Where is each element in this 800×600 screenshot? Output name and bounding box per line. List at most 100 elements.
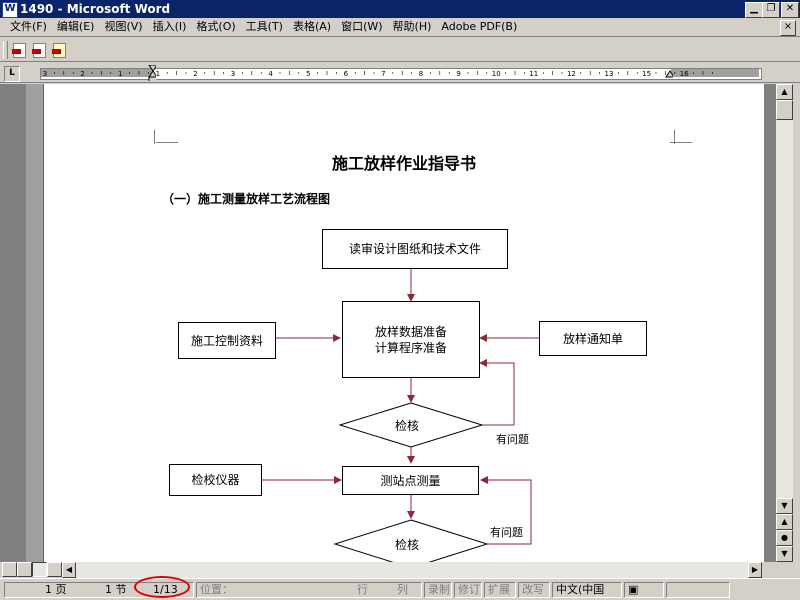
ruler-number: 10 [492, 70, 501, 77]
restore-icon: ❐ [766, 3, 776, 14]
status-empty-panel [666, 582, 730, 598]
menu-file[interactable]: 文件(F) [10, 20, 47, 33]
pdf-review-icon [52, 43, 66, 58]
layout-notice-box[interactable]: 放样通知单 [539, 321, 647, 356]
print-layout-view-button[interactable] [32, 562, 47, 577]
status-page: 1 页 [45, 583, 67, 596]
minimize-button[interactable]: ▁ [745, 2, 763, 18]
data-prep-label-2: 计算程序准备 [374, 340, 447, 355]
select-browse-object-button[interactable]: ● [776, 530, 793, 546]
minimize-icon: ▁ [750, 3, 758, 14]
construction-control-label: 施工控制资料 [190, 333, 263, 348]
menu-adobe-pdf[interactable]: Adobe PDF(B) [441, 20, 518, 33]
ruler-number: 6 [344, 70, 349, 77]
status-position[interactable]: 位置： 行 列 [196, 582, 422, 598]
pdf-email-button[interactable] [30, 41, 48, 59]
status-line: 行 [357, 583, 368, 596]
layout-notice-label: 放样通知单 [562, 331, 623, 346]
normal-view-button[interactable] [2, 562, 17, 577]
construction-control-box[interactable]: 施工控制资料 [178, 322, 276, 359]
status-language[interactable]: 中文(中国 [552, 582, 622, 598]
status-spelling[interactable]: ▣ [624, 582, 664, 598]
arrow-right-icon: ▶ [751, 565, 759, 574]
status-bar: 1 页 1 节 1/13 位置： 行 列 录制 修订 扩展 改写 中文(中国 ▣ [0, 578, 800, 600]
pdf-convert-icon [12, 43, 26, 58]
pdf-email-icon [32, 43, 46, 58]
menu-edit[interactable]: 编辑(E) [56, 20, 95, 33]
station-survey-box[interactable]: 测站点测量 [342, 466, 479, 495]
ruler-number: 15 [642, 70, 651, 77]
station-survey-label: 测站点测量 [380, 473, 441, 488]
scroll-right-button[interactable]: ▶ [748, 562, 762, 578]
read-design-label: 读审设计图纸和技术文件 [348, 242, 481, 256]
arrow-left-icon: ◀ [65, 565, 73, 574]
word-app-icon[interactable]: W [2, 2, 18, 18]
double-arrow-down-icon: ▼ [781, 549, 788, 558]
ruler-number: 3 [231, 70, 235, 77]
pdf-toolbar [0, 38, 800, 62]
arrow-up-icon: ▲ [781, 87, 788, 96]
check-diamond-1[interactable] [338, 402, 484, 448]
previous-page-button[interactable]: ▲ [776, 514, 793, 530]
menu-table[interactable]: 表格(A) [292, 20, 332, 33]
section-heading[interactable]: （一）施工测量放样工艺流程图 [162, 192, 331, 206]
status-rec[interactable]: 录制 [424, 582, 452, 598]
scroll-thumb[interactable] [776, 100, 793, 120]
right-margin-area [671, 69, 759, 77]
read-design-box[interactable]: 读审设计图纸和技术文件 [322, 229, 508, 269]
right-indent-marker[interactable] [665, 65, 673, 81]
ruler-number: 7 [381, 70, 385, 77]
toolbar-grip[interactable] [3, 41, 8, 59]
arrow-down-icon: ▼ [781, 501, 788, 510]
menu-format[interactable]: 格式(O) [196, 20, 236, 33]
convert-to-pdf-button[interactable] [10, 41, 28, 59]
tab-selector[interactable]: L [4, 66, 20, 82]
document-page[interactable]: 施工放样作业指导书 （一）施工测量放样工艺流程图 读审设计图纸和技术文件 施工控… [44, 84, 764, 562]
menu-window[interactable]: 窗口(W) [341, 20, 383, 33]
left-margin-area [41, 69, 153, 77]
document-close-button[interactable]: × [780, 20, 796, 36]
maximize-button[interactable]: ❐ [762, 2, 780, 18]
horizontal-scrollbar[interactable]: ◀ ▶ [62, 562, 762, 578]
menu-insert[interactable]: 插入(I) [152, 20, 187, 33]
calibrate-instrument-box[interactable]: 检校仪器 [169, 464, 262, 496]
ruler-number: 1 [156, 70, 160, 77]
menu-view[interactable]: 视图(V) [104, 20, 143, 33]
browse-object-icon: ● [781, 533, 788, 542]
window-title: 1490 - Microsoft Word [20, 2, 171, 16]
arrow-check1-feedback [479, 359, 515, 426]
double-arrow-up-icon: ▲ [781, 517, 788, 526]
status-column: 列 [397, 583, 408, 596]
ruler-number: 9 [456, 70, 460, 77]
document-title[interactable]: 施工放样作业指导书 [331, 154, 476, 173]
ruler-number: 4 [268, 70, 273, 77]
check1-label: 检核 [395, 419, 420, 433]
close-icon: × [783, 21, 793, 32]
problem2-label: 有问题 [490, 526, 523, 539]
highlight-circle [134, 576, 190, 598]
scroll-down-button[interactable]: ▼ [776, 498, 793, 514]
outline-view-button[interactable] [47, 562, 62, 577]
menu-help[interactable]: 帮助(H) [392, 20, 432, 33]
pdf-review-button[interactable] [50, 41, 68, 59]
menu-tools[interactable]: 工具(T) [245, 20, 283, 33]
left-indent-marker[interactable] [148, 65, 156, 81]
scroll-up-button[interactable]: ▲ [776, 84, 793, 100]
data-prep-box[interactable]: 放样数据准备 计算程序准备 [342, 301, 480, 378]
close-button[interactable]: ✕ [781, 2, 799, 18]
vertical-ruler[interactable] [26, 84, 44, 562]
title-bar[interactable]: W 1490 - Microsoft Word ▁ ❐ ✕ [0, 0, 800, 18]
vertical-scrollbar[interactable]: ▲ ▼ ▲ ● ▼ [776, 84, 793, 562]
ruler-number: 2 [80, 70, 84, 77]
status-trk[interactable]: 修订 [454, 582, 482, 598]
web-layout-view-button[interactable] [17, 562, 32, 577]
status-ext[interactable]: 扩展 [484, 582, 516, 598]
status-ovr[interactable]: 改写 [518, 582, 550, 598]
scroll-left-button[interactable]: ◀ [62, 562, 76, 578]
next-page-button[interactable]: ▼ [776, 546, 793, 562]
ruler-number: 12 [567, 70, 576, 77]
check-diamond-2[interactable] [333, 519, 489, 562]
